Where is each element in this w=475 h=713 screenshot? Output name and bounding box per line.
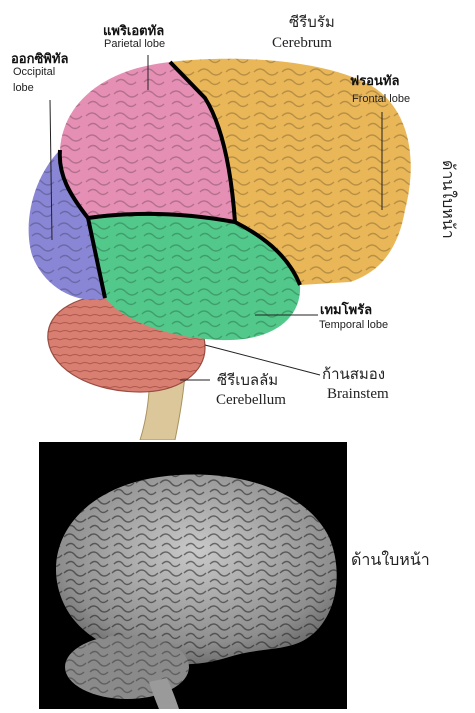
brainstem-label-en: Brainstem	[327, 386, 389, 403]
temporal-label-en: Temporal lobe	[319, 319, 388, 331]
cerebellum-label-th: ซีรีเบลลัม	[217, 368, 278, 392]
cerebellum-label-en: Cerebellum	[216, 392, 286, 409]
frontal-label-th: ฟรอนทัล	[350, 70, 399, 91]
parietal-label-en: Parietal lobe	[104, 38, 165, 50]
temporal-label-th: เทมโพรัล	[320, 299, 372, 320]
brain-photo	[39, 442, 347, 709]
frontal-label-en: Frontal lobe	[352, 93, 410, 105]
cerebrum-label-th: ซีรีบรัม	[289, 10, 335, 34]
occipital-label-en: Occipital	[13, 66, 55, 78]
occipital-label-en-2: lobe	[13, 82, 34, 94]
face-side-label-vertical: ด้านใบหน้า	[435, 160, 460, 239]
brain-photo-panel	[39, 442, 347, 709]
cerebrum-label-en: Cerebrum	[272, 35, 332, 52]
brainstem-label-th: ก้านสมอง	[322, 362, 385, 386]
face-side-label: ด้านใบหน้า	[351, 548, 430, 573]
